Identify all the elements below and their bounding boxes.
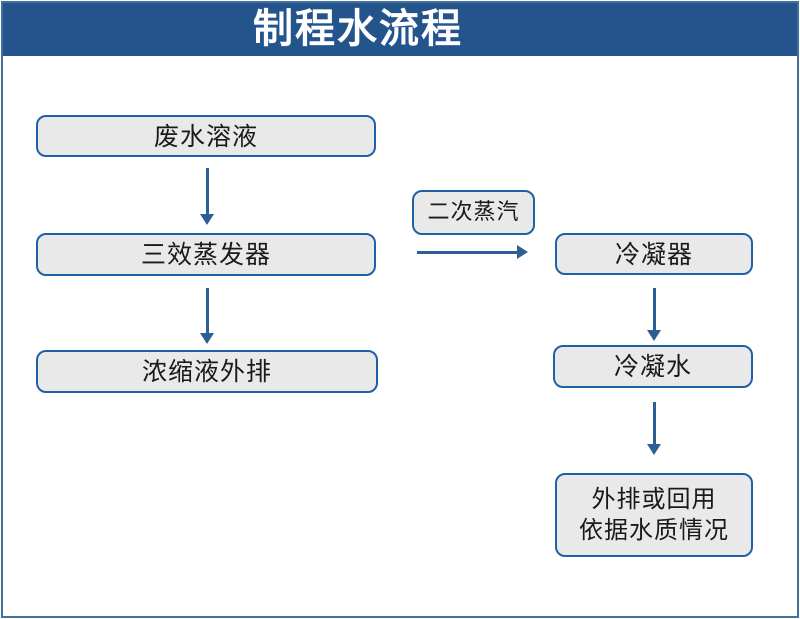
- arrow-evaporator-to-condenser-icon: [417, 245, 528, 259]
- arrow-head: [517, 245, 528, 259]
- arrow-condenser-to-condensate-icon: [647, 288, 661, 341]
- node-wastewater: 废水溶液: [36, 115, 376, 157]
- arrow-head: [200, 333, 214, 344]
- node-condensate: 冷凝水: [553, 345, 753, 388]
- node-evaporator: 三效蒸发器: [36, 233, 376, 276]
- arrow-head: [647, 444, 661, 455]
- node-concentrate-discharge: 浓缩液外排: [36, 350, 378, 393]
- title-bar: 制程水流程: [3, 3, 797, 56]
- arrow-shaft: [205, 168, 209, 214]
- arrow-wastewater-to-evaporator-icon: [200, 168, 214, 225]
- arrow-shaft: [652, 288, 656, 330]
- node-final-discharge: 外排或回用 依据水质情况: [555, 473, 753, 557]
- node-wastewater-label: 废水溶液: [153, 121, 258, 151]
- arrow-shaft: [205, 288, 209, 333]
- arrow-head: [647, 330, 661, 341]
- arrow-shaft: [417, 250, 517, 254]
- arrow-evaporator-to-concentrate-icon: [200, 288, 214, 344]
- arrow-shaft: [652, 402, 656, 444]
- node-concentrate-discharge-label: 浓缩液外排: [141, 357, 272, 386]
- node-condensate-label: 冷凝水: [613, 352, 692, 381]
- arrow-head: [200, 214, 214, 225]
- node-condenser: 冷凝器: [555, 233, 753, 275]
- node-secondary-steam-label: 二次蒸汽: [427, 200, 520, 225]
- node-final-discharge-label: 外排或回用 依据水质情况: [579, 485, 729, 544]
- node-evaporator-label: 三效蒸发器: [140, 240, 271, 269]
- arrow-condensate-to-final-icon: [647, 402, 661, 455]
- page-title: 制程水流程: [253, 6, 463, 52]
- node-condenser-label: 冷凝器: [614, 239, 693, 269]
- node-secondary-steam: 二次蒸汽: [412, 190, 535, 235]
